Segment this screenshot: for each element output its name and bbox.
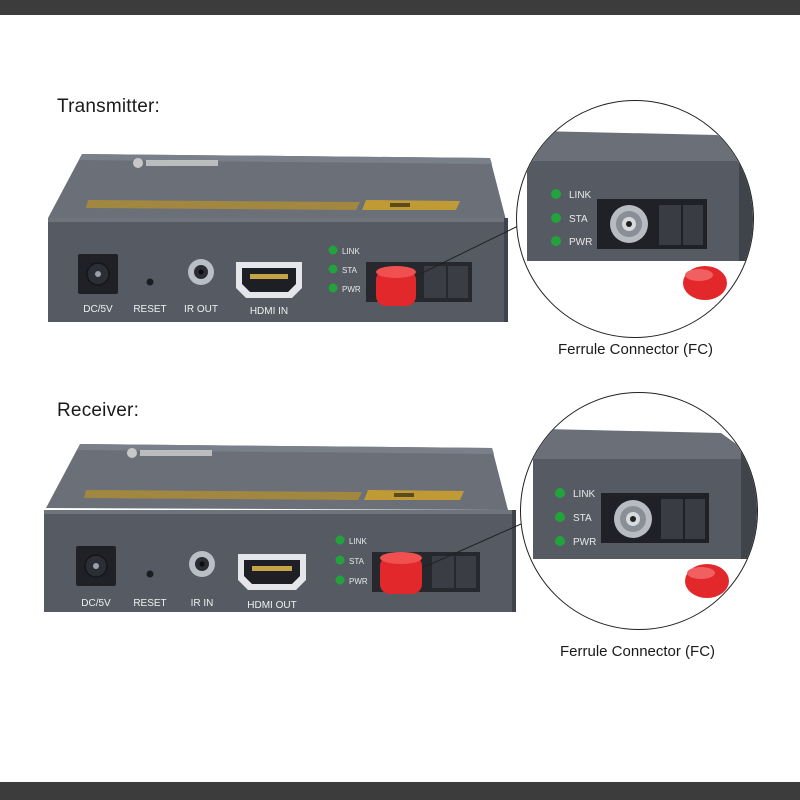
led-pwr-label: PWR: [342, 285, 361, 294]
zoom-led-link-label: LINK: [573, 489, 596, 500]
zoom-pointer-line: [415, 225, 519, 277]
reset-hole: [146, 278, 154, 286]
led-sta-label: STA: [349, 557, 365, 566]
transmitter-device: DC/5V RESET IR OUT HDMI IN LINK STA PWR: [40, 150, 520, 335]
led-pwr-label: PWR: [349, 577, 368, 586]
ir-label: IR OUT: [184, 304, 218, 315]
fiber-cap: [376, 270, 416, 306]
zoom-led-link-label: LINK: [569, 190, 592, 201]
zoom-led-pwr-label: PWR: [573, 537, 596, 548]
hdmi-label: HDMI OUT: [247, 600, 296, 611]
bottom-bar: [0, 782, 800, 800]
receiver-title: Receiver:: [57, 400, 140, 421]
zoom-pointer-line: [421, 519, 531, 569]
receiver-zoom-circle: LINK STA PWR: [520, 392, 758, 630]
zoom-led-sta-label: STA: [569, 214, 588, 225]
led-link: [328, 245, 338, 255]
led-sta: [335, 555, 345, 565]
reset-hole: [146, 570, 154, 578]
led-link: [335, 535, 345, 545]
fiber-cap: [380, 556, 422, 594]
brand-logo-icon: [133, 158, 143, 168]
dc-label: DC/5V: [83, 304, 113, 315]
hdmi-label: HDMI IN: [250, 306, 288, 317]
led-sta-label: STA: [342, 266, 358, 275]
brand-logo-icon: [127, 448, 137, 458]
led-sta: [328, 264, 338, 274]
reset-label: RESET: [133, 304, 166, 315]
receiver-caption: Ferrule Connector (FC): [560, 643, 716, 660]
device-top-face: [48, 154, 506, 220]
tx-badge: [362, 200, 460, 210]
dc-label: DC/5V: [81, 598, 111, 609]
led-pwr: [335, 575, 345, 585]
transmitter-caption: Ferrule Connector (FC): [558, 341, 714, 358]
led-pwr: [328, 283, 338, 293]
top-bar: [0, 0, 800, 15]
led-link-label: LINK: [342, 247, 360, 256]
led-link-label: LINK: [349, 537, 367, 546]
ir-label: IR IN: [191, 598, 214, 609]
transmitter-zoom-circle: LINK STA PWR: [516, 100, 754, 338]
zoom-led-pwr-label: PWR: [569, 237, 592, 248]
transmitter-title: Transmitter:: [57, 96, 161, 117]
reset-label: RESET: [133, 598, 166, 609]
zoom-led-sta-label: STA: [573, 513, 592, 524]
receiver-device: DC/5V RESET IR IN HDMI OUT LINK STA PWR: [36, 440, 531, 625]
